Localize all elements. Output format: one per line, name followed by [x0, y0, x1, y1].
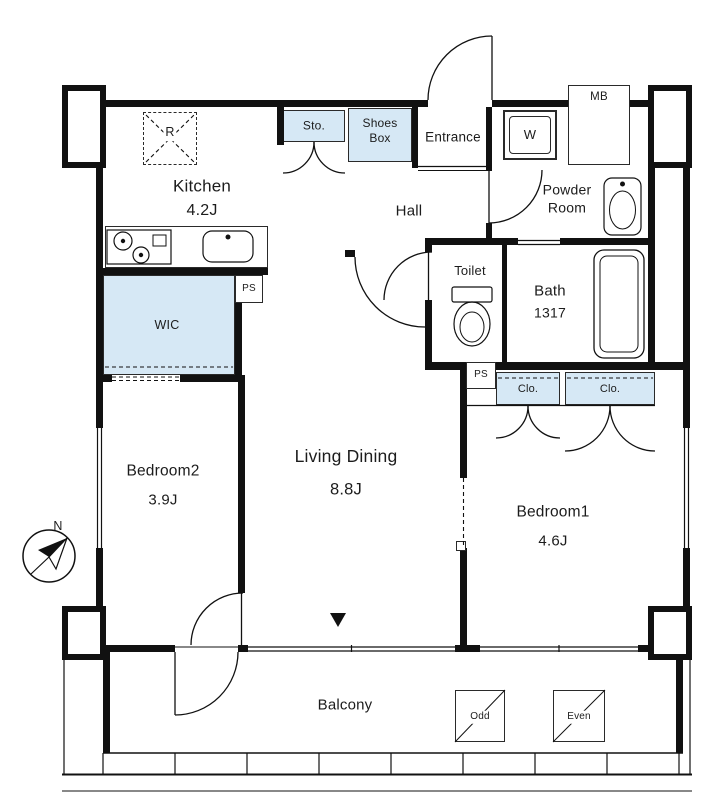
compass-icon	[22, 529, 76, 583]
toilet-label: Toilet	[454, 262, 486, 278]
wall	[425, 300, 432, 370]
wall	[277, 107, 284, 145]
balcony-label: Balcony	[317, 696, 373, 714]
storage-box	[283, 110, 345, 142]
entry-direction-marker	[330, 613, 346, 627]
bedroom2-door-arc	[190, 592, 244, 646]
wall	[460, 370, 467, 478]
dashed-lines	[105, 114, 653, 548]
odd-floor-label: Odd	[468, 710, 492, 724]
wall	[180, 375, 245, 382]
closet-door-arc	[495, 405, 529, 439]
powder-room-door-arc	[488, 169, 543, 224]
pipe-space-toilet-label: PS	[474, 368, 488, 380]
wall	[508, 238, 518, 245]
bedroom2-size: 3.9J	[148, 491, 178, 509]
wic-label: WIC	[154, 318, 180, 333]
wall	[486, 223, 492, 245]
pillar	[648, 85, 692, 168]
wall	[96, 375, 112, 382]
bath-label: Bath	[534, 282, 566, 300]
balcony-side-wall	[103, 652, 110, 753]
wall	[486, 107, 492, 170]
living-dining-label: Living Dining	[294, 446, 398, 467]
fixtures	[22, 177, 645, 743]
wall	[460, 548, 467, 645]
refrigerator-label: R	[163, 125, 177, 141]
shoes-box	[348, 108, 412, 162]
wall	[502, 245, 507, 362]
pipe-space-kitchen-label: PS	[242, 282, 256, 294]
closet-door-arc	[609, 405, 656, 452]
door-arcs	[174, 35, 656, 716]
even-floor-label: Even	[565, 710, 593, 724]
walk-in-closet	[103, 275, 235, 375]
storage-door-arc	[313, 141, 346, 174]
meter-box	[568, 85, 630, 165]
washing-machine-label: W	[523, 126, 537, 142]
bath-size: 1317	[534, 304, 566, 321]
pillar	[62, 606, 106, 660]
kitchen-counter	[105, 226, 268, 268]
wall	[96, 107, 103, 428]
kitchen-size: 4.2J	[186, 202, 218, 219]
wall	[455, 645, 480, 652]
washing-machine-pan	[509, 116, 551, 154]
living-dining-size: 8.8J	[330, 480, 362, 499]
pillar	[62, 85, 106, 168]
wall	[103, 645, 175, 652]
storage-door-arc	[282, 141, 315, 174]
shoes-box-label: Shoes Box	[362, 116, 398, 145]
wall	[683, 548, 690, 606]
living-door-arc	[354, 256, 426, 328]
wall	[96, 268, 268, 275]
balcony-side-wall	[676, 652, 683, 753]
wall	[235, 303, 242, 375]
closet-right-label: Clo.	[599, 383, 621, 396]
bedroom1-label: Bedroom1	[516, 503, 590, 521]
wall	[345, 250, 355, 257]
wall	[683, 107, 690, 428]
hall-label: Hall	[395, 202, 423, 220]
bathtub-icon	[593, 249, 645, 359]
pipe-space-toilet-box	[466, 362, 496, 389]
washbasin-icon	[603, 177, 642, 236]
balcony-door-arc	[174, 651, 239, 716]
wall	[412, 107, 418, 168]
wall	[560, 238, 648, 245]
storage-label: Sto.	[302, 118, 326, 133]
closet-left-label: Clo.	[517, 383, 539, 396]
wall	[238, 382, 245, 593]
wall	[638, 645, 652, 652]
north-label: N	[53, 519, 63, 534]
kitchen-label: Kitchen	[172, 176, 232, 196]
stove-icon	[106, 229, 172, 265]
powder-room-label: Powder Room	[542, 181, 592, 216]
sliding-door-handle	[456, 541, 466, 551]
wall	[100, 100, 428, 107]
wall	[425, 238, 432, 252]
bedroom1-size: 4.6J	[538, 532, 568, 550]
bedroom2-label: Bedroom2	[126, 462, 200, 480]
wall	[96, 548, 103, 606]
wall	[648, 168, 655, 370]
wall	[432, 238, 508, 245]
wall	[238, 645, 248, 652]
wall	[425, 362, 690, 370]
closet-door-arc	[527, 405, 561, 439]
closet-door-arc	[564, 405, 611, 452]
entrance-label: Entrance	[425, 129, 481, 145]
pipe-space-kitchen-box	[235, 275, 263, 303]
entrance-door-arc	[427, 35, 493, 101]
thin-lines	[62, 165, 692, 792]
pillar	[648, 606, 692, 660]
sink-icon	[202, 230, 254, 263]
toilet-door-arc	[383, 251, 433, 301]
toilet-icon	[451, 286, 493, 347]
meter-box-label: MB	[590, 90, 608, 103]
